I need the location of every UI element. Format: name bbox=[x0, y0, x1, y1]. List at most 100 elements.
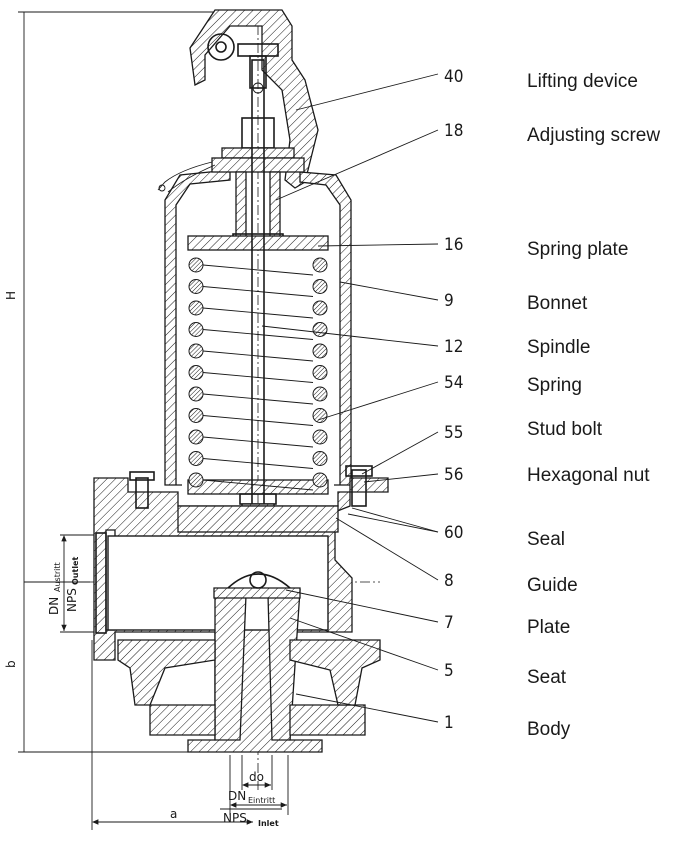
leader-line bbox=[289, 617, 439, 671]
spring-coil-section bbox=[312, 257, 328, 273]
leader-line bbox=[295, 693, 439, 723]
callout-number: 18 bbox=[444, 121, 463, 141]
leader-line bbox=[285, 589, 439, 623]
callout-label: Hexagonal nut bbox=[527, 465, 650, 486]
dimension-h: H bbox=[4, 11, 250, 753]
dimension-b: b bbox=[4, 581, 90, 668]
dim-do-label: do bbox=[249, 770, 264, 784]
spring-coil-line bbox=[202, 458, 314, 469]
leader-line bbox=[317, 381, 439, 421]
spring-coil-section bbox=[188, 257, 204, 273]
dim-outlet-dn-sub: Austritt bbox=[53, 562, 62, 592]
spring-plate-bottom bbox=[187, 479, 329, 495]
leader-line bbox=[339, 281, 439, 301]
dim-inlet-nps-sub: Inlet bbox=[258, 819, 279, 828]
callout-label: Spring bbox=[527, 375, 582, 396]
spring-coil-line bbox=[202, 350, 314, 362]
callout-label: Plate bbox=[527, 617, 570, 638]
dimension-inlet: do DN Eintritt NPS Inlet bbox=[220, 755, 289, 828]
spring-plate-top bbox=[187, 235, 329, 251]
dim-outlet-dn: DN bbox=[47, 597, 61, 615]
dim-inlet-dn-sub: Eintritt bbox=[248, 796, 275, 805]
callout-number: 60 bbox=[444, 523, 463, 543]
spring-coil-section bbox=[188, 408, 204, 423]
spring-coil-section bbox=[188, 365, 204, 380]
spring-coil-line bbox=[202, 329, 314, 340]
callout-label: Stud bolt bbox=[527, 419, 603, 440]
dim-inlet-nps: NPS bbox=[223, 811, 247, 825]
callout-number: 54 bbox=[444, 373, 463, 393]
spring-coil-section bbox=[312, 365, 328, 380]
spring-coils bbox=[188, 257, 328, 491]
spring-coil-section bbox=[188, 279, 204, 294]
dimension-outlet: DN Austritt NPS Outlet bbox=[47, 534, 100, 633]
spring-coil-line bbox=[202, 372, 314, 383]
callout-label: Bonnet bbox=[527, 293, 588, 314]
callout-number: 40 bbox=[444, 67, 463, 87]
body bbox=[93, 465, 389, 753]
callout-number: 56 bbox=[444, 465, 463, 485]
spring-coil-section bbox=[312, 451, 328, 466]
callout-number: 55 bbox=[444, 423, 463, 443]
dim-inlet-dn: DN bbox=[228, 789, 246, 803]
spring-coil-section bbox=[188, 386, 204, 402]
callout-label: Body bbox=[527, 719, 571, 740]
callout-number: 16 bbox=[444, 235, 463, 255]
spring-coil-section bbox=[188, 472, 204, 488]
callout-number: 8 bbox=[444, 571, 454, 591]
leader-line bbox=[363, 473, 439, 483]
spring-coil-section bbox=[312, 408, 328, 423]
spring-coil-line bbox=[202, 393, 314, 405]
dim-outlet-nps: NPS bbox=[65, 588, 79, 612]
leader-line bbox=[361, 431, 439, 475]
leader-line bbox=[317, 243, 439, 247]
leader-line bbox=[295, 73, 439, 111]
spring-coil-line bbox=[202, 436, 314, 448]
spring-coil-section bbox=[312, 300, 328, 316]
spring-coil-section bbox=[312, 343, 328, 359]
cap bbox=[189, 9, 319, 189]
spring-coil-section bbox=[312, 279, 328, 294]
spring-coil-section bbox=[188, 429, 204, 445]
bonnet bbox=[157, 147, 352, 486]
callout-label: Seal bbox=[527, 529, 565, 550]
spring-coil-section bbox=[188, 322, 204, 337]
spring-coil-line bbox=[202, 479, 314, 491]
spring-coil-section bbox=[188, 451, 204, 466]
spring-coil-line bbox=[202, 415, 314, 426]
callout-label: Adjusting screw bbox=[527, 125, 660, 146]
callout-number: 5 bbox=[444, 661, 454, 681]
spring-coil-line bbox=[202, 264, 314, 276]
leader-line bbox=[347, 513, 439, 533]
spring-coil-section bbox=[188, 343, 204, 359]
callout-number: 7 bbox=[444, 613, 454, 633]
dim-b-label: b bbox=[4, 660, 18, 668]
leader-line bbox=[351, 507, 439, 533]
spring-coil-line bbox=[202, 307, 314, 319]
dimension-a: a bbox=[91, 640, 253, 830]
leader-lines bbox=[261, 73, 439, 723]
callout-label: Seat bbox=[527, 667, 567, 688]
callout-label: Spring plate bbox=[527, 239, 628, 260]
callout-number: 9 bbox=[444, 291, 454, 311]
spring-coil-section bbox=[312, 386, 328, 402]
callout-label: Lifting device bbox=[527, 71, 638, 92]
callout-label: Guide bbox=[527, 575, 578, 596]
leader-line bbox=[335, 517, 439, 581]
dim-outlet-nps-sub: Outlet bbox=[71, 557, 80, 585]
dim-a-label: a bbox=[170, 807, 177, 821]
callout-number: 1 bbox=[444, 713, 454, 733]
callout-label: Spindle bbox=[527, 337, 590, 358]
spring-coil-line bbox=[202, 286, 314, 297]
spring-coil-section bbox=[312, 322, 328, 337]
leader-line bbox=[275, 129, 439, 201]
callout-number: 12 bbox=[444, 337, 463, 357]
spring-coil-section bbox=[312, 429, 328, 445]
spring-coil-section bbox=[312, 472, 328, 488]
dim-h-label: H bbox=[4, 291, 18, 300]
leader-line bbox=[261, 325, 439, 347]
spring-coil-section bbox=[188, 300, 204, 316]
